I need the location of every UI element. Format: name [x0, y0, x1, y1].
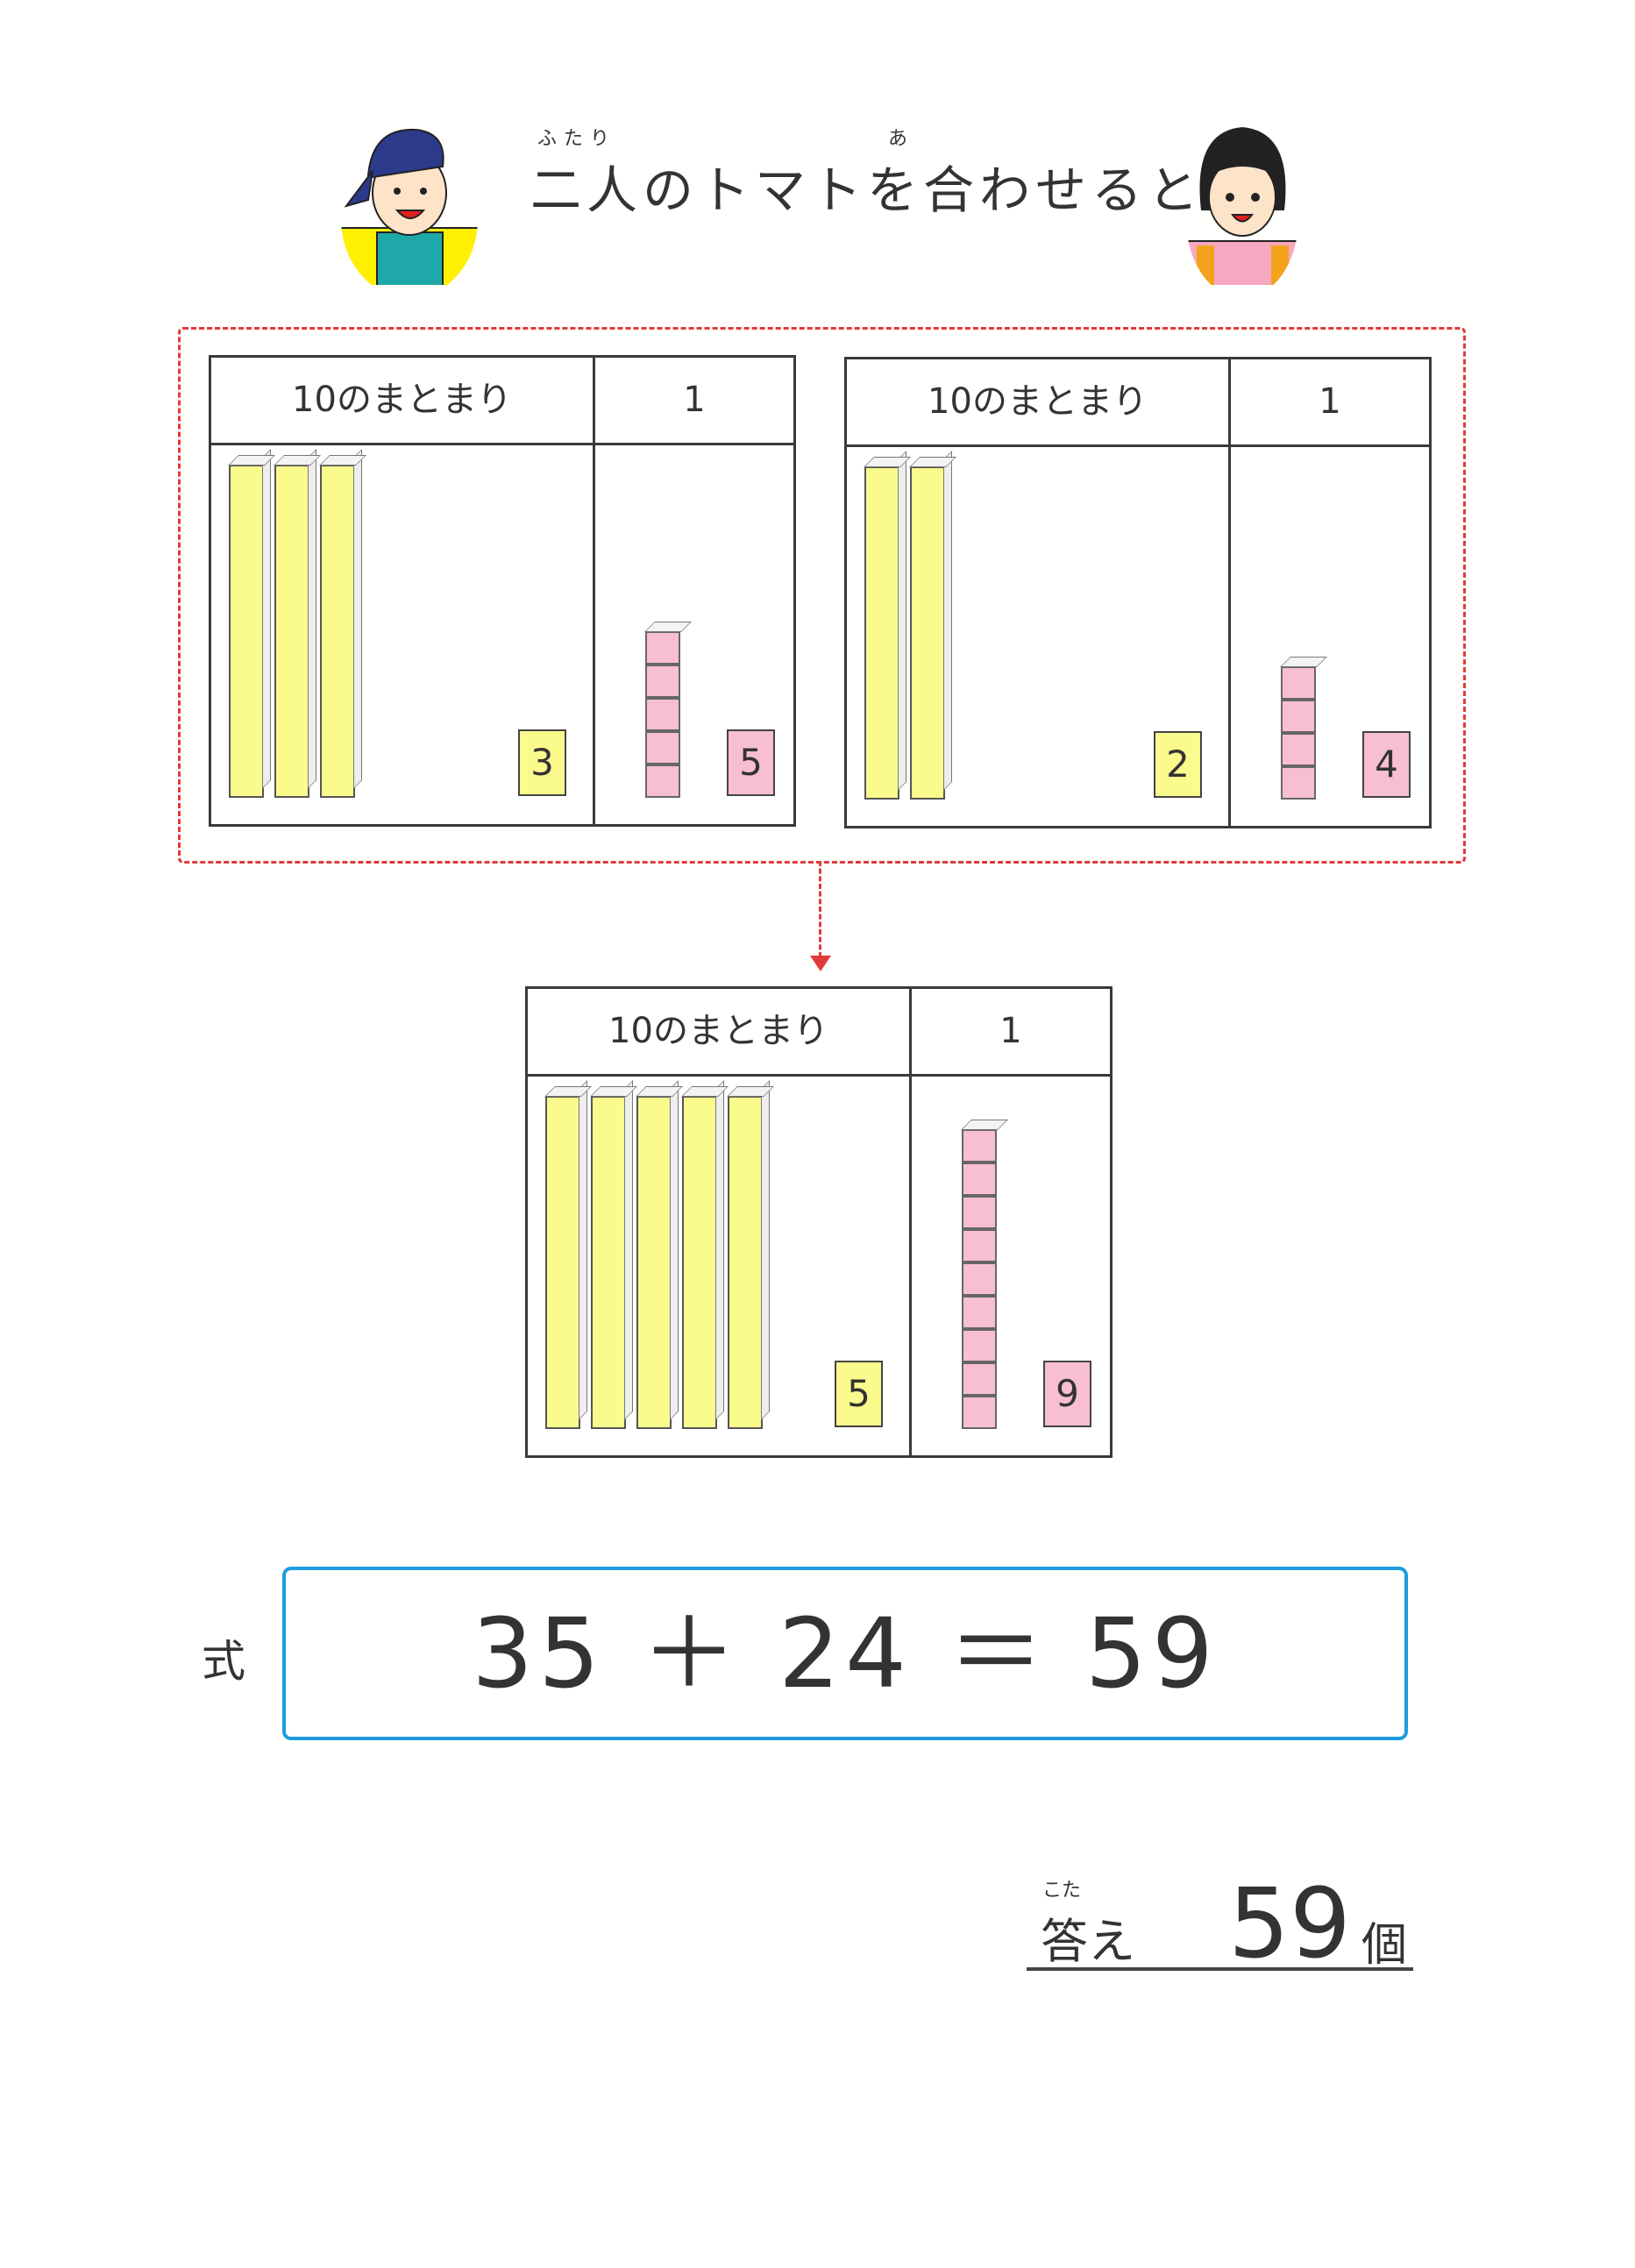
one-stack-top	[961, 1120, 1008, 1130]
one-cube	[962, 1229, 997, 1262]
ten-rod	[636, 1096, 672, 1429]
column-divider	[1228, 359, 1231, 826]
tens-column-header: 10のまとまり	[928, 381, 1148, 422]
ten-rod	[682, 1096, 717, 1429]
panel-header-row	[528, 989, 1110, 1077]
arrow-line	[819, 861, 821, 957]
one-stack-top	[644, 622, 692, 632]
ten-rod	[910, 466, 945, 800]
one-stack-top	[1280, 657, 1327, 667]
ten-rod	[728, 1096, 763, 1429]
answer-unit: 個	[1361, 1919, 1408, 1972]
column-divider	[593, 358, 595, 824]
one-cube	[1281, 666, 1316, 700]
one-cube	[645, 631, 680, 665]
one-cube	[1281, 700, 1316, 733]
boy-illustration	[341, 128, 478, 285]
girl-illustration	[1186, 127, 1298, 285]
ten-rod	[591, 1096, 626, 1429]
formula-label: 式	[202, 1636, 245, 1687]
one-cube	[962, 1162, 997, 1196]
ten-rod	[864, 466, 899, 800]
one-cube	[645, 665, 680, 698]
one-cube	[962, 1296, 997, 1329]
one-cube	[645, 698, 680, 731]
formula-expression: 35 ＋ 24 ＝ 59	[472, 1597, 1219, 1710]
title-text: 二人のトマトを合わせると	[530, 160, 1205, 220]
tens-column-header: 10のまとまり	[608, 1011, 828, 1051]
tens-column-header: 10のまとまり	[292, 380, 512, 420]
ten-rod	[229, 465, 264, 798]
column-divider	[909, 989, 912, 1455]
one-cube	[962, 1196, 997, 1229]
ten-rod	[545, 1096, 580, 1429]
one-cube	[1281, 766, 1316, 800]
one-cube	[962, 1362, 997, 1396]
ones-column-header: 1	[999, 1011, 1022, 1051]
ones-count-box: 9	[1043, 1361, 1091, 1427]
one-cube	[962, 1396, 997, 1429]
place-value-panel-girl: 10のまとまり 1 2 4	[844, 357, 1432, 828]
one-cube	[962, 1329, 997, 1362]
one-cube	[962, 1129, 997, 1162]
one-cube	[1281, 733, 1316, 766]
combined-group-border	[178, 327, 1466, 864]
formula-box: 35 ＋ 24 ＝ 59	[282, 1567, 1408, 1740]
one-cube	[645, 764, 680, 798]
title-ruby-a: あ	[888, 128, 915, 150]
arrow-down-icon	[810, 956, 831, 971]
tens-count-box: 2	[1154, 731, 1202, 798]
one-cube	[645, 731, 680, 764]
answer-ruby: こた	[1042, 1880, 1082, 1902]
tens-count-box: 5	[835, 1361, 883, 1427]
tens-count-box: 3	[518, 729, 566, 796]
ones-count-box: 4	[1362, 731, 1411, 798]
answer-label: 答え	[1041, 1914, 1135, 1969]
one-cube	[962, 1262, 997, 1296]
ones-column-header: 1	[683, 380, 706, 420]
ten-rod	[274, 465, 309, 798]
ten-rod	[320, 465, 355, 798]
place-value-panel-boy: 10のまとまり 1 3 5	[209, 355, 796, 827]
title-ruby-futari: ふたり	[537, 128, 617, 150]
panel-header-row	[211, 358, 793, 445]
ones-count-box: 5	[727, 729, 775, 796]
place-value-panel-total: 10のまとまり 1 5 9	[525, 986, 1113, 1458]
answer-value: 59	[1228, 1867, 1351, 1980]
ones-column-header: 1	[1319, 381, 1341, 422]
answer-line: こた 答え 59 個	[1027, 1867, 1413, 1980]
panel-header-row	[847, 359, 1429, 447]
page-title: ふたり あ 二人のトマトを合わせると	[530, 128, 1205, 223]
